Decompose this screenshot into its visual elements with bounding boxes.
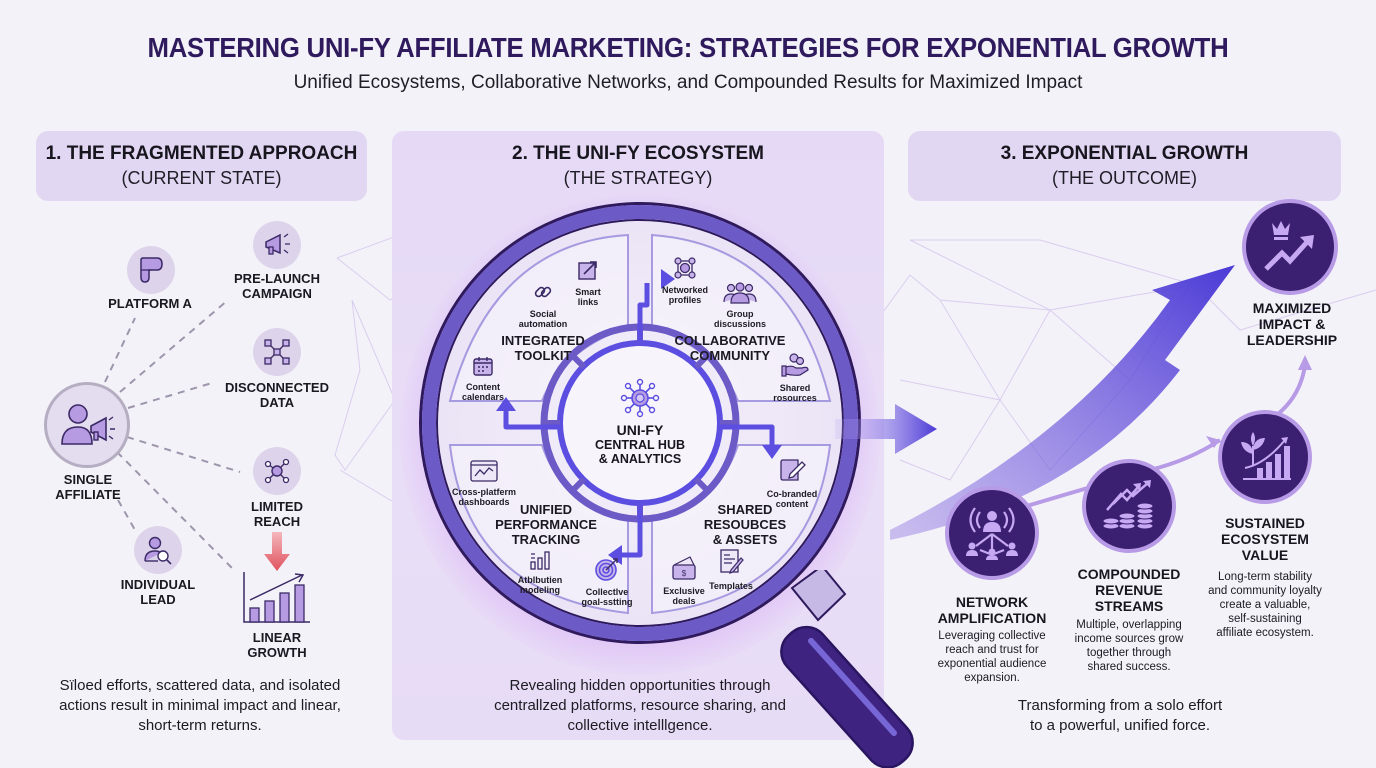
limited-reach-node	[253, 447, 301, 495]
link-chain-icon	[534, 286, 552, 298]
sustained-ecosystem-node	[1218, 410, 1312, 504]
svg-text:$: $	[682, 569, 687, 578]
individual-lead-node	[134, 526, 182, 574]
section2-header: 2. THE UNI-FY ECOSYSTEM (THE STRATEGY)	[392, 143, 884, 189]
section1-description: Sïloed efforts, scattered data, and isol…	[59, 677, 341, 734]
maximized-impact-node	[1242, 199, 1338, 295]
ecosystem-quadrants	[448, 233, 832, 615]
transition-arrow-icon	[835, 404, 937, 454]
external-link-icon	[578, 261, 597, 280]
section3-subheading: (THE OUTCOME)	[1052, 168, 1197, 188]
disconnected-data-node	[253, 328, 301, 376]
compounded-revenue-node	[1082, 459, 1176, 553]
platform-a-node	[127, 246, 175, 294]
red-down-arrow-icon	[264, 532, 290, 571]
crown-trend-icon	[1264, 221, 1314, 271]
edit-document-icon	[780, 459, 806, 481]
magnifier-handle	[780, 570, 914, 768]
central-hub: UNI-FY CENTRAL HUB & ANALYTICS	[566, 378, 714, 466]
calendar-icon	[473, 357, 493, 376]
section2-subheading: (THE STRATEGY)	[563, 168, 713, 188]
pre-launch-node	[253, 221, 301, 269]
template-icon	[720, 549, 744, 574]
network-amplification-node	[945, 486, 1039, 580]
page-subtitle: Unified Ecosystems, Collaborative Networ…	[293, 72, 1083, 93]
templates-item: Templates	[708, 548, 754, 591]
section1-dashed-connectors	[104, 299, 241, 571]
person-megaphone-icon	[61, 404, 115, 445]
section2-heading: 2. THE UNI-FY ECOSYSTEM	[512, 143, 764, 164]
plant-growth-icon	[1241, 432, 1291, 480]
megaphone-icon	[265, 233, 290, 255]
bars-icon	[530, 551, 550, 570]
network-hub-icon	[264, 458, 290, 484]
hub-line2: CENTRAL HUB	[594, 438, 686, 452]
wallet-icon: $	[672, 556, 696, 580]
hub-title: UNI-FY	[616, 422, 664, 438]
platform-icon	[140, 257, 163, 283]
target-icon	[595, 558, 618, 581]
page-title: MASTERING UNI-FY AFFILIATE MARKETING: ST…	[147, 32, 1229, 63]
hub-network-icon	[620, 378, 660, 418]
section3-heading: 3. EXPONENTIAL GROWTH	[1000, 143, 1249, 164]
section1-header: 1. THE FRAGMENTED APPROACH (CURRENT STAT…	[36, 131, 367, 201]
single-affiliate-node	[44, 382, 130, 468]
disconnected-nodes-icon	[264, 339, 290, 365]
coins-growth-icon	[1102, 480, 1154, 530]
hand-coins-icon	[781, 353, 809, 377]
platform-a-label: PLATFORM A	[108, 296, 192, 311]
hub-line3: & ANALYTICS	[598, 452, 682, 466]
networked-profiles-icon	[674, 257, 696, 279]
linear-growth-chart-icon	[243, 572, 310, 623]
section3-header: 3. EXPONENTIAL GROWTH (THE OUTCOME)	[908, 131, 1341, 201]
section1-subheading: (CURRENT STATE)	[121, 168, 282, 188]
dashboard-icon	[470, 460, 498, 482]
group-icon	[723, 282, 757, 304]
section1-heading: 1. THE FRAGMENTED APPROACH	[45, 143, 358, 164]
user-search-icon	[144, 536, 172, 565]
broadcast-network-icon	[966, 507, 1018, 560]
